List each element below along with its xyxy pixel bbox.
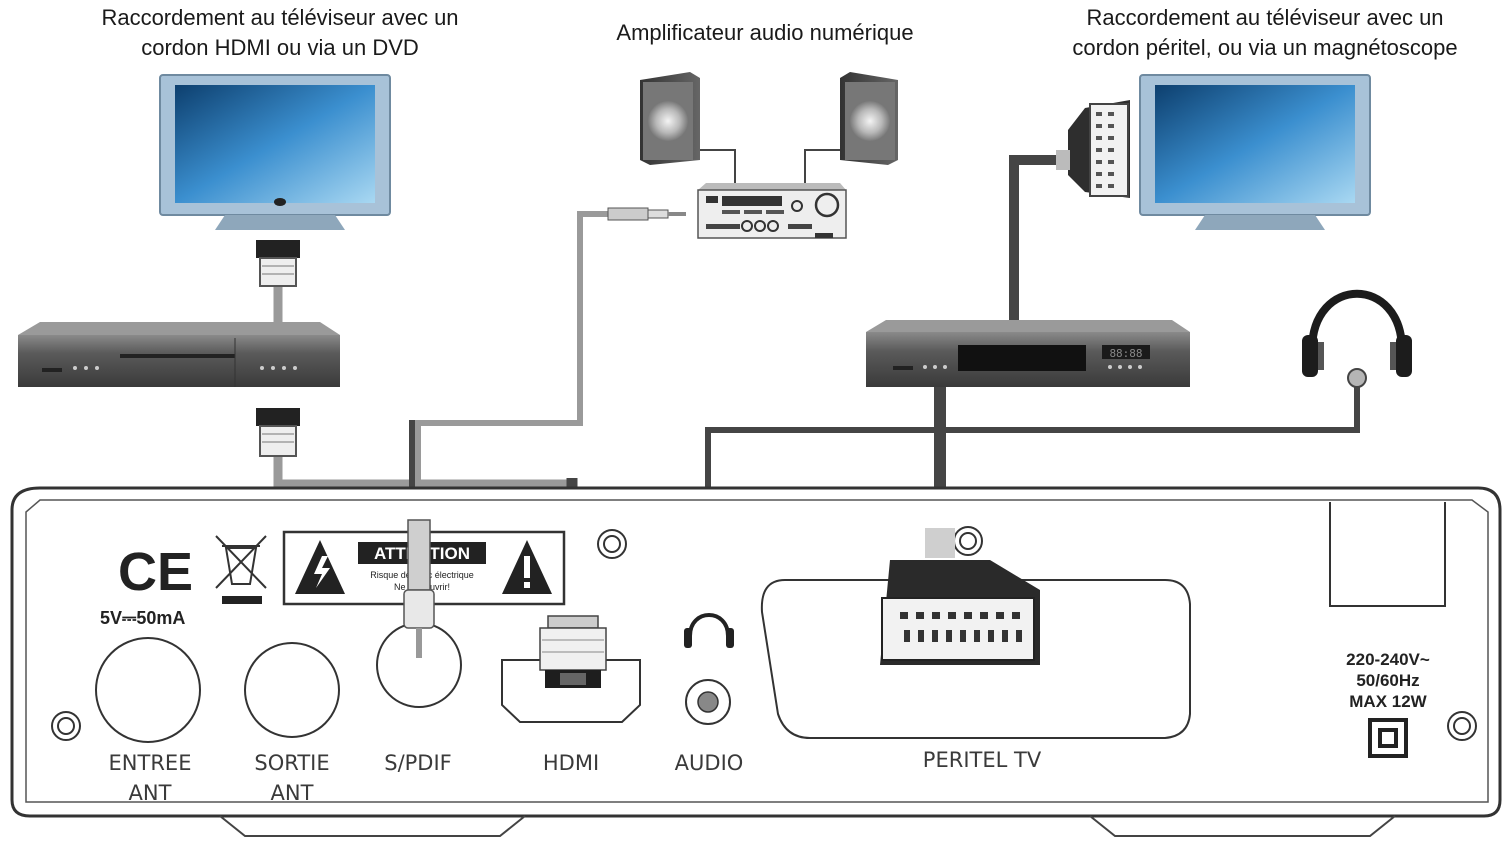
warning-triangle-icon xyxy=(502,540,552,594)
headphones-icon xyxy=(1302,289,1412,377)
caption-right-line1: Raccordement au téléviseur avec un xyxy=(1086,5,1444,30)
headphones-icon xyxy=(684,613,734,648)
entree-ant-port xyxy=(95,637,201,743)
sortie-ant-label-2: ANT xyxy=(271,781,314,805)
audio-port xyxy=(685,679,731,725)
weee-bin-icon xyxy=(215,535,267,604)
spdif-label: S/PDIF xyxy=(384,751,452,775)
rear-panel xyxy=(10,486,1502,837)
tv-icon xyxy=(1139,74,1371,230)
entree-ant-label-1: ENTREE xyxy=(109,751,192,775)
peritel-port xyxy=(760,579,1191,739)
peritel-label: PERITEL TV xyxy=(923,748,1042,772)
ce-mark: CE xyxy=(118,542,193,602)
speaker-icon xyxy=(840,72,898,165)
warning-triangle-icon xyxy=(295,540,345,594)
caption-left: Raccordement au téléviseur avec un cordo… xyxy=(60,3,500,63)
recorder-display: 88:88 xyxy=(1109,347,1142,360)
caption-middle-text: Amplificateur audio numérique xyxy=(616,20,914,45)
caption-right-line2: cordon péritel, ou via un magnétoscope xyxy=(1072,35,1458,60)
caption-left-line2: cordon HDMI ou via un DVD xyxy=(141,35,419,60)
audio-label: AUDIO xyxy=(675,751,744,775)
dvd-player-icon xyxy=(18,322,340,387)
recorder-icon: 88:88 xyxy=(866,320,1190,387)
hdmi-port xyxy=(501,659,641,723)
hdmi-plug-icon xyxy=(539,615,607,688)
hdmi-plug-icon xyxy=(256,408,300,457)
rca-plug-icon xyxy=(607,207,686,221)
power-rating-line3: MAX 12W xyxy=(1349,692,1427,711)
sortie-ant-port xyxy=(244,642,340,738)
entree-ant-label-2: ANT xyxy=(129,781,172,805)
caption-middle: Amplificateur audio numérique xyxy=(570,18,960,48)
sortie-ant-label-1: SORTIE xyxy=(254,751,329,775)
tv-icon xyxy=(159,74,391,230)
amplifier-icon xyxy=(697,183,847,239)
power-input-label: 5V⎓50mA xyxy=(100,608,185,628)
scart-cable-recorder-tv xyxy=(1009,155,1060,322)
power-rating-line1: 220-240V~ xyxy=(1346,650,1430,669)
rca-plug-icon xyxy=(403,519,435,658)
scart-plug-icon xyxy=(1056,100,1130,198)
spdif-cable-light xyxy=(415,211,608,540)
double-insulation-icon xyxy=(1368,718,1408,758)
caption-right: Raccordement au téléviseur avec un cordo… xyxy=(1030,3,1500,63)
lightning-icon xyxy=(314,556,330,588)
caption-left-line1: Raccordement au téléviseur avec un xyxy=(101,5,459,30)
scart-plug-icon xyxy=(880,528,1040,665)
jack-plug-icon xyxy=(1347,368,1367,388)
hdmi-label: HDMI xyxy=(543,751,599,775)
power-rating-line2: 50/60Hz xyxy=(1356,671,1419,690)
speaker-icon xyxy=(640,72,700,165)
hdmi-plug-icon xyxy=(256,240,300,287)
